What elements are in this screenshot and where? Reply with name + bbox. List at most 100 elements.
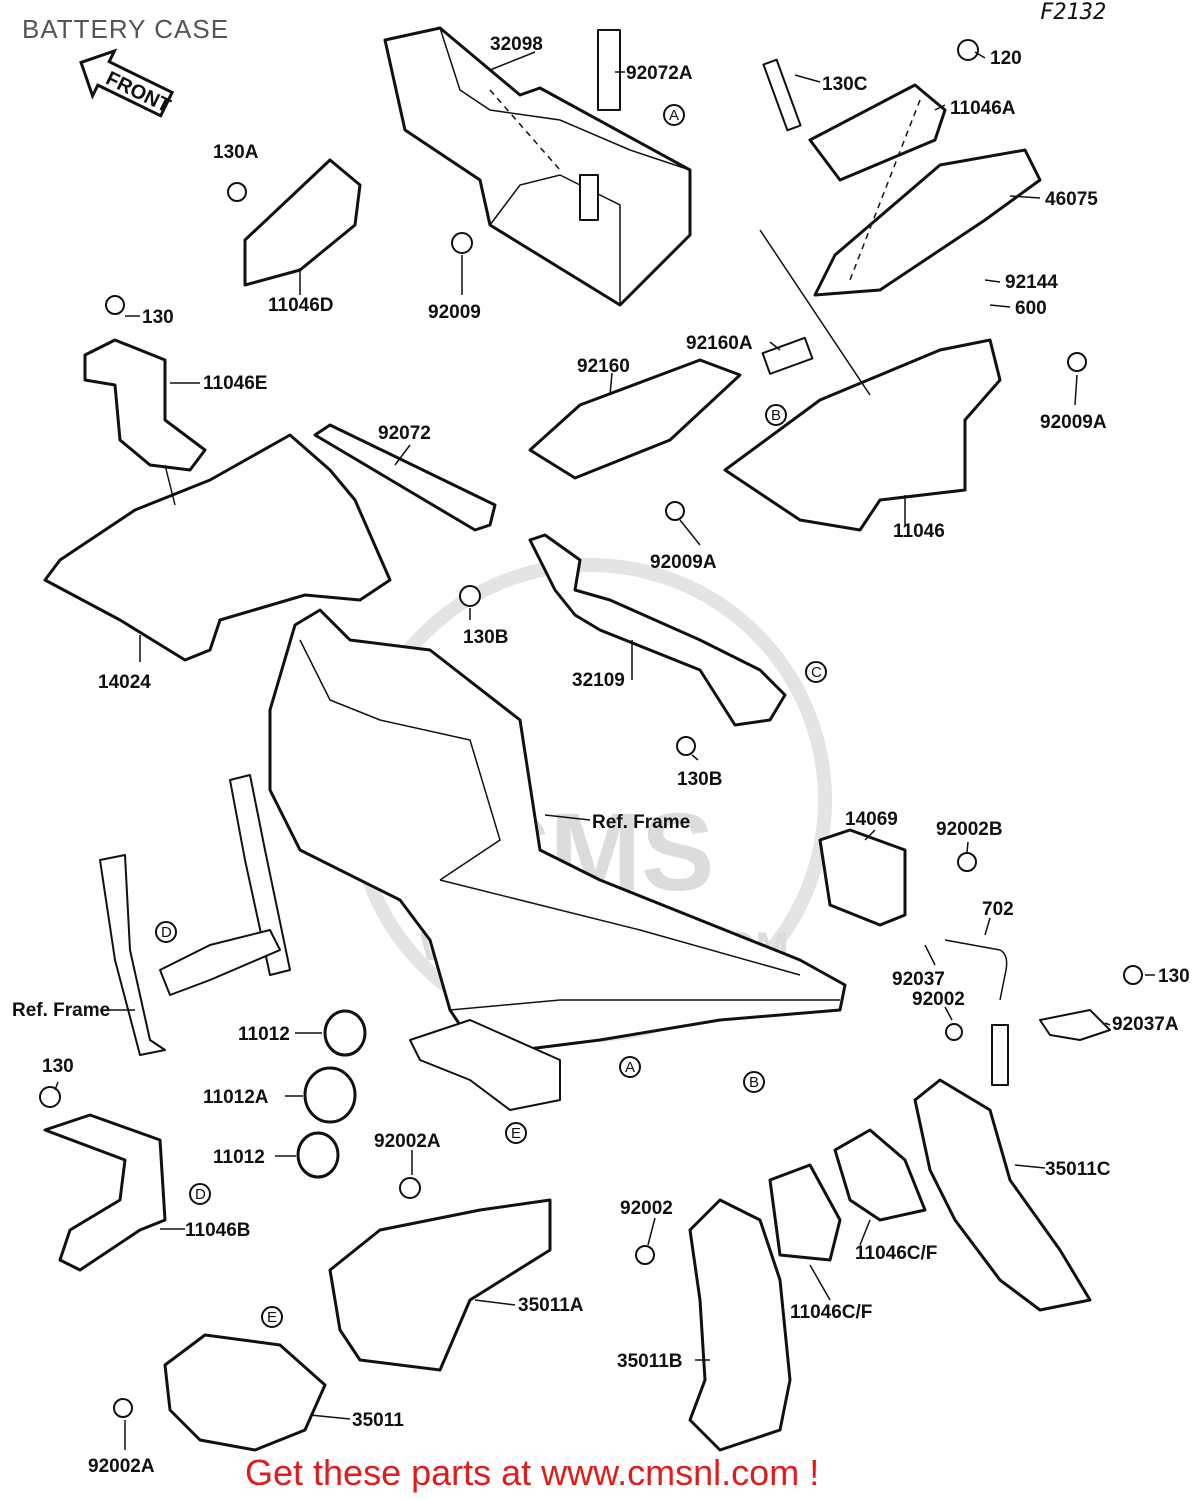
footer-link[interactable]: Get these parts at www.cmsnl.com ! (245, 1452, 820, 1493)
callout-b-bottom-label: B (749, 1074, 759, 1091)
part-label: 14024 (98, 672, 151, 693)
bolt-130B-bottom (676, 736, 696, 756)
callout-e-bottom (261, 1306, 283, 1328)
stay-32109 (528, 533, 787, 727)
part-label: 130B (677, 769, 722, 790)
part-label: 702 (982, 899, 1014, 920)
grommet-11012A (303, 1066, 357, 1124)
part-label: 11012 (238, 1024, 290, 1045)
part-label: 92009 (428, 302, 481, 323)
battery-case-32098 (383, 26, 692, 307)
bolt-92002-right (945, 1023, 963, 1041)
bracket-11046D (243, 158, 362, 287)
part-label: 120 (990, 48, 1022, 69)
part-label: 92002A (88, 1456, 155, 1477)
callout-c (805, 661, 827, 683)
callout-markers: A B C D A B E D E (155, 104, 827, 1328)
part-label: 11012A (203, 1087, 269, 1108)
callout-a-top-label: A (669, 107, 679, 124)
part-label: 92072A (626, 63, 693, 84)
clamp-92037A (1039, 1009, 1111, 1041)
bracket-35011 (163, 1333, 327, 1452)
bolt-92009 (451, 232, 473, 254)
tray-14024 (43, 433, 392, 662)
part-labels: 32098 92072A 120 130C 11046A 46075 92144… (42, 34, 1190, 1477)
bracket-11046E (83, 338, 207, 472)
callout-d-top-label: D (161, 924, 172, 941)
part-label: 32098 (490, 34, 543, 55)
diagram-title: BATTERY CASE (22, 14, 230, 44)
bolt-130A (227, 182, 247, 202)
callout-b-top (765, 404, 787, 426)
part-label: 92160A (686, 333, 753, 354)
leader-lines (54, 51, 1155, 1450)
callout-d-top (155, 921, 177, 943)
bracket-11046CF-lower (768, 1163, 842, 1262)
part-label: 11046E (203, 373, 267, 394)
part-label: 35011 (352, 1410, 404, 1431)
bolt-92002-mid (635, 1245, 655, 1265)
part-label: 11046B (185, 1220, 251, 1241)
part-label: 35011B (617, 1351, 683, 1372)
ref-frame-label-right: Ref. Frame (592, 812, 690, 833)
part-label: 130C (822, 74, 868, 95)
bolt-92009A-right (1067, 352, 1087, 372)
tube-702-lower (991, 1024, 1009, 1086)
damper-mount (159, 929, 281, 996)
part-label: 92144 (1005, 272, 1058, 293)
callout-d-bottom (189, 1183, 211, 1205)
part-label: 130 (42, 1056, 74, 1077)
pad-92160 (528, 358, 742, 480)
part-label: 92002 (912, 989, 965, 1010)
part-label: 92002 (620, 1198, 673, 1219)
seat-bracket-group (762, 39, 1042, 297)
callout-a-top (663, 104, 685, 126)
callout-a-bottom-label: A (625, 1059, 635, 1076)
bracket-11046B (43, 1113, 167, 1272)
part-label: 11046 (893, 521, 945, 542)
bracket-11046 (723, 338, 1002, 532)
part-label: 35011C (1045, 1159, 1111, 1180)
part-label: 92037A (1112, 1014, 1179, 1035)
ref-frame-left (99, 854, 166, 1056)
bracket-11046CF-upper (833, 1128, 927, 1222)
callout-b-bottom (743, 1071, 765, 1093)
main-frame (268, 608, 847, 1111)
bracket-35011B (688, 1198, 792, 1452)
box-14069 (818, 828, 907, 927)
part-label: 92160 (577, 356, 630, 377)
callout-d-bottom-label: D (195, 1186, 206, 1203)
callout-e-mid (505, 1122, 527, 1144)
bolt-92002A-mid (399, 1177, 421, 1199)
part-label: 46075 (1045, 189, 1098, 210)
part-label: 92009A (1040, 412, 1107, 433)
part-label: 130 (142, 307, 174, 328)
ref-frame-strut (229, 774, 291, 976)
grommet-11012-bottom (296, 1131, 340, 1179)
figure-number: F2132 (1040, 0, 1107, 25)
part-label: 14069 (845, 809, 898, 830)
strap-92072 (313, 423, 497, 532)
band-92072A (597, 29, 621, 111)
part-label: 11046C/F (790, 1302, 872, 1323)
callout-e-mid-label: E (511, 1125, 521, 1142)
part-label: 130 (1158, 966, 1190, 987)
bolt-130B-top (459, 585, 481, 607)
grommet-11012-top (323, 1009, 367, 1057)
part-label: 11046D (268, 295, 334, 316)
bracket-35011C (913, 1078, 1092, 1312)
part-label: 11012 (213, 1147, 265, 1168)
part-label: 11046C/F (855, 1243, 937, 1264)
part-label: 92002A (374, 1131, 441, 1152)
callout-b-top-label: B (771, 407, 781, 424)
part-label: 92072 (378, 423, 431, 444)
part-label: 11046A (950, 98, 1016, 119)
ref-frame-label-left: Ref. Frame (12, 1000, 110, 1021)
pad-92160A (761, 336, 814, 375)
bolt-92002A-bottom (113, 1398, 133, 1418)
bolt-130-top (105, 295, 125, 315)
callout-e-bottom-label: E (267, 1309, 277, 1326)
bolt-92002B (957, 852, 977, 872)
